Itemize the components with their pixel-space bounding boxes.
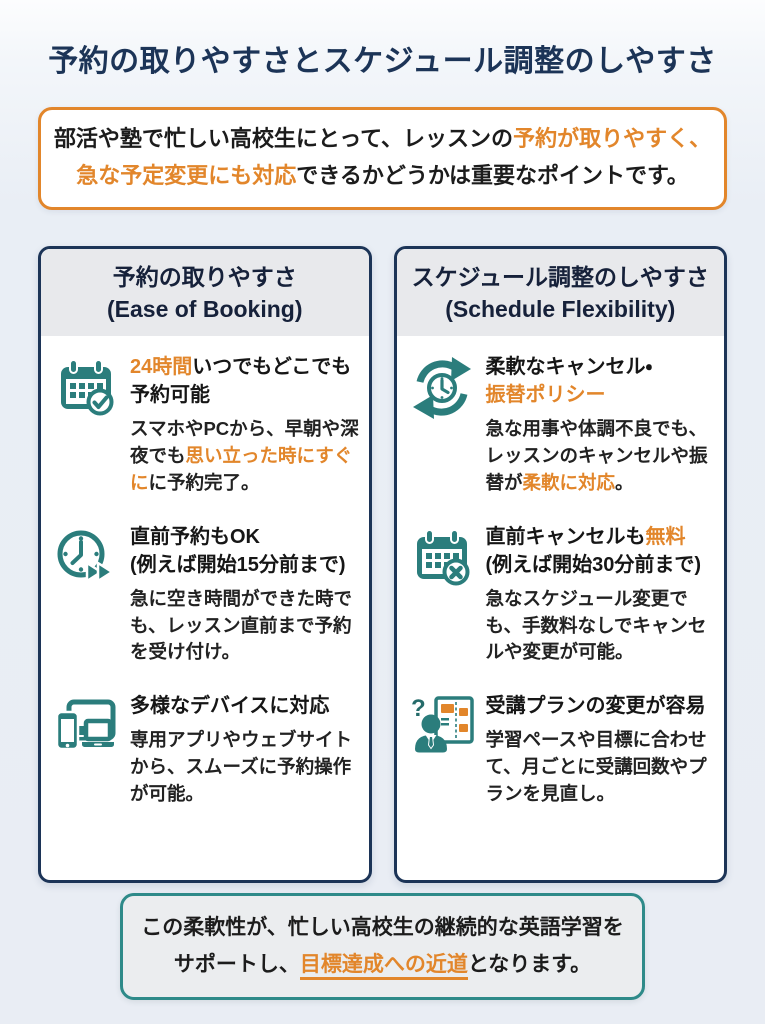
feature-title: 柔軟なキャンセル・ 振替ポリシー xyxy=(485,356,653,407)
feature-text: 直前キャンセルも無料 (例えば開始30分前まで) 急なスケジュール変更でも、手数… xyxy=(486,523,716,666)
feature-title: 直前キャンセルも無料 (例えば開始30分前まで) xyxy=(485,525,702,576)
feature-desc: 急な用事や体調不良でも、レッスンのキャンセルや振替が柔軟に対応。 xyxy=(485,418,708,493)
intro-box: 部活や塾で忙しい高校生にとって、レッスンの予約が取りやすく、 急な予定変更にも対… xyxy=(38,107,727,210)
card-title-ja: スケジュール調整のしやすさ xyxy=(411,263,709,290)
card-title-en: (Ease of Booking) xyxy=(106,295,303,322)
feature-desc: 専用アプリやウェブサイトから、スムーズに予約操作が可能。 xyxy=(130,729,353,804)
feature-title: 直前予約もOK (例えば開始15分前まで) xyxy=(130,525,346,576)
calendar-cancel-icon xyxy=(410,526,474,590)
feature-desc: 急なスケジュール変更でも、手数料なしでキャンセルや変更が可能。 xyxy=(485,587,707,663)
feature-desc: 学習ペースや目標に合わせて、月ごとに受講回数やプランを見直し。 xyxy=(485,729,707,804)
feature-title: 受講プランの変更が容易 xyxy=(485,695,706,718)
calendar-check-icon xyxy=(54,356,118,420)
refresh-clock-icon xyxy=(410,356,474,420)
card-title-en: (Schedule Flexibility) xyxy=(445,295,676,322)
feature-text: 多様なデバイスに対応 専用アプリやウェブサイトから、スムーズに予約操作が可能。 xyxy=(130,692,360,807)
feature-free-cancel: 直前キャンセルも無料 (例えば開始30分前まで) 急なスケジュール変更でも、手数… xyxy=(410,523,716,666)
devices-icon xyxy=(54,695,118,759)
feature-title: 多様なデバイスに対応 xyxy=(130,695,330,718)
feature-title: 24時間いつでもどこでも予約可能 xyxy=(130,356,352,407)
feature-multi-device: 多様なデバイスに対応 専用アプリやウェブサイトから、スムーズに予約操作が可能。 xyxy=(54,692,360,807)
feature-text: 受講プランの変更が容易 学習ペースや目標に合わせて、月ごとに受講回数やプランを見… xyxy=(486,692,716,807)
feature-desc: スマホやPCから、早朝や深夜でも思い立った時にすぐにに予約完了。 xyxy=(130,418,359,493)
card-title-ja: 予約の取りやすさ xyxy=(112,263,297,290)
feature-24h-booking: 24時間いつでもどこでも予約可能 スマホやPCから、早朝や深夜でも思い立った時に… xyxy=(54,353,360,496)
feature-flexible-cancel: 柔軟なキャンセル・ 振替ポリシー 急な用事や体調不良でも、レッスンのキャンセルや… xyxy=(410,353,716,496)
card-body-booking: 24時間いつでもどこでも予約可能 スマホやPCから、早朝や深夜でも思い立った時に… xyxy=(41,336,369,821)
cards-row: 予約の取りやすさ (Ease of Booking) xyxy=(38,245,727,883)
card-header-booking: 予約の取りやすさ (Ease of Booking) xyxy=(41,248,369,337)
clock-fast-forward-icon xyxy=(54,526,118,590)
page-title: 予約の取りやすさとスケジュール調整のしやすさ xyxy=(48,45,717,78)
card-ease-of-booking: 予約の取りやすさ (Ease of Booking) xyxy=(38,245,372,883)
card-schedule-flexibility: スケジュール調整のしやすさ (Schedule Flexibility) xyxy=(393,245,727,883)
feature-plan-change: ? 受講プランの変更が容易 学習ペースや目標に合わせて、月ごとに受講回数やプラン… xyxy=(410,692,716,807)
summary-box: この柔軟性が、忙しい高校生の継続的な英語学習を サポートし、目標達成への近道とな… xyxy=(120,892,645,1001)
feature-desc: 急に空き時間ができた時でも、レッスン直前まで予約を受け付け。 xyxy=(130,587,353,663)
feature-text: 柔軟なキャンセル・ 振替ポリシー 急な用事や体調不良でも、レッスンのキャンセルや… xyxy=(486,353,716,496)
card-body-flexibility: 柔軟なキャンセル・ 振替ポリシー 急な用事や体調不良でも、レッスンのキャンセルや… xyxy=(397,336,725,821)
svg-text:?: ? xyxy=(411,695,426,722)
feature-last-minute-booking: 直前予約もOK (例えば開始15分前まで) 急に空き時間ができた時でも、レッスン… xyxy=(54,523,360,666)
feature-text: 24時間いつでもどこでも予約可能 スマホやPCから、早朝や深夜でも思い立った時に… xyxy=(130,353,360,496)
plan-change-icon: ? xyxy=(410,695,474,759)
card-header-flexibility: スケジュール調整のしやすさ (Schedule Flexibility) xyxy=(396,248,724,337)
feature-text: 直前予約もOK (例えば開始15分前まで) 急に空き時間ができた時でも、レッスン… xyxy=(130,523,360,666)
